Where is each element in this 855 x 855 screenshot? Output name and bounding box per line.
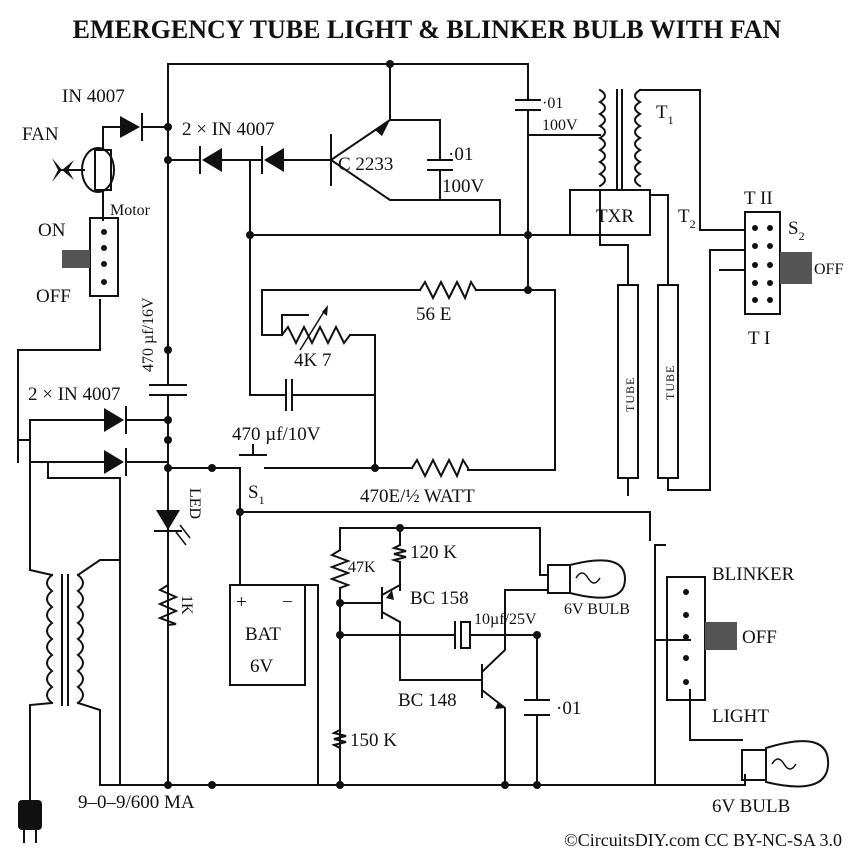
label-blinker: BLINKER (712, 564, 795, 585)
label-tii: T II (744, 188, 773, 209)
label-cap-100v-a: 100V (442, 176, 485, 197)
bulb-blinker (547, 559, 627, 599)
label-fan: FAN (22, 124, 59, 145)
junction-dots (164, 60, 541, 789)
label-resistor-150k: 150 K (350, 730, 397, 751)
cap-10uf-25v (454, 621, 471, 649)
mains-plug (18, 800, 42, 843)
pot-4k7 (280, 305, 352, 351)
label-transistor-bc158: BC 158 (410, 588, 469, 609)
tube-2 (657, 284, 679, 479)
label-s2: S2 (788, 218, 806, 243)
label-cap-470uf-10v: 470 µf/10V (232, 424, 321, 445)
tube-1 (617, 284, 639, 479)
label-resistor-470e: 470E/½ WATT (360, 486, 475, 507)
label-battery: BAT (245, 624, 281, 645)
fan-motor (52, 147, 115, 221)
label-switch-off-blinker: OFF (742, 627, 777, 648)
label-bulb-light: 6V BULB (712, 796, 790, 817)
label-resistor-1k: 1K (178, 595, 195, 615)
label-transformer-rating: 9–0–9/600 MA (78, 792, 195, 813)
resistor-470e (410, 457, 470, 479)
transistor-bc158-arrow (386, 590, 394, 600)
main-wiring (17, 63, 746, 786)
bulb-light (741, 740, 830, 788)
label-battery-plus: + (236, 592, 247, 613)
label-diode-top: IN 4007 (62, 86, 125, 107)
label-motor: Motor (110, 202, 151, 219)
label-cap-01-a: ·01 (448, 144, 473, 165)
copyright-credit: ©CircuitsDIY.com CC BY-NC-SA 3.0 (564, 830, 842, 850)
cap-01-c2233 (427, 159, 453, 171)
resistor-120k (390, 543, 407, 564)
label-transistor-c2233: C 2233 (338, 154, 393, 175)
diode-pair-top (199, 146, 284, 174)
label-transistor-bc148: BC 148 (398, 690, 457, 711)
label-switch-off-fan: OFF (36, 286, 71, 307)
resistor-150k (331, 728, 347, 750)
label-tube-2: TUBE (663, 365, 677, 400)
label-bulb-blinker: 6V BULB (564, 601, 630, 618)
label-battery-minus: − (282, 592, 293, 613)
diagram-title: EMERGENCY TUBE LIGHT & BLINKER BULB WITH… (73, 15, 782, 44)
transistor-bc148-arrow (495, 702, 505, 709)
label-light: LIGHT (712, 706, 769, 727)
label-cap-470uf-16v: 470 µf/16V (140, 297, 157, 372)
resistor-56e (418, 279, 478, 301)
label-t2: T2 (678, 206, 697, 231)
label-s1: S1 (248, 482, 266, 507)
label-resistor-120k: 120 K (410, 542, 457, 563)
label-cap-01-c: ·01 (556, 698, 581, 719)
label-ti: T I (748, 328, 770, 349)
label-resistor-56e: 56 E (416, 304, 451, 325)
battery (229, 584, 306, 686)
diode-d1 (120, 113, 143, 141)
resistor-47k (329, 548, 351, 590)
label-cap-10uf: 10µf/25V (474, 611, 537, 628)
resistor-1k (157, 583, 179, 627)
transistor-c2233-arrow (375, 120, 390, 136)
label-diodes-top: 2 × IN 4007 (182, 119, 275, 140)
label-pot-4k7: 4K 7 (294, 350, 331, 371)
led (154, 510, 191, 546)
label-resistor-47k: 47K (348, 559, 376, 576)
blinker-switch (666, 576, 737, 701)
diode-pair-left (104, 406, 127, 476)
label-txr: TXR (596, 206, 634, 227)
label-switch-on: ON (38, 220, 66, 241)
label-battery-voltage: 6V (250, 656, 274, 677)
cap-01-t1 (515, 99, 541, 111)
cap-470uf-16v (149, 384, 187, 396)
cap-01-blinker (524, 699, 550, 716)
label-tube-1: TUBE (623, 377, 637, 412)
label-cap-100v-b: 100V (542, 117, 578, 134)
fan-switch (62, 217, 119, 297)
label-diodes-left: 2 × IN 4007 (28, 384, 121, 405)
label-t1: T1 (656, 102, 675, 127)
transformer-t1 (569, 88, 701, 236)
tube-switch-s2 (744, 211, 812, 315)
cap-470uf-10v (285, 379, 293, 411)
label-switch-off-tube: OFF (814, 261, 843, 278)
label-led: LED (186, 488, 203, 519)
label-cap-01-b: ·01 (542, 95, 563, 112)
transformer-mains (28, 559, 121, 801)
